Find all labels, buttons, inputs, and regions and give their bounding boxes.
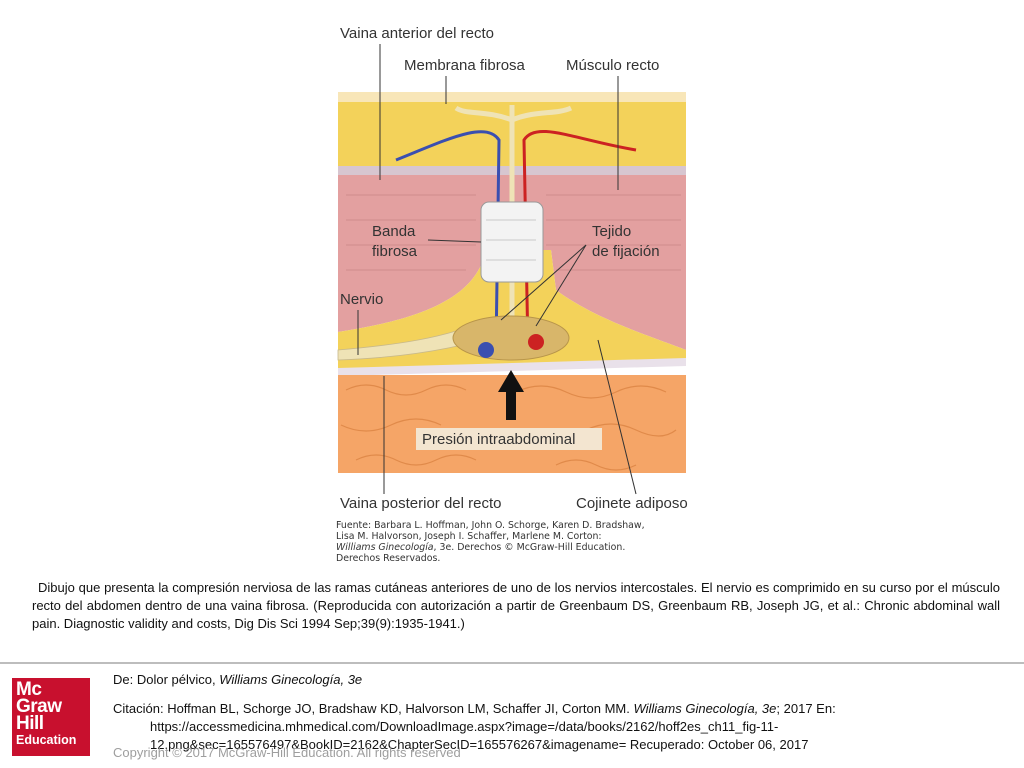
fixation-tissue	[452, 315, 570, 361]
label-vaina-posterior: Vaina posterior del recto	[340, 495, 501, 512]
footer-divider	[0, 662, 1024, 664]
cit-suffix: ; 2017 En:	[776, 701, 836, 716]
citation-url-2: 12.png&sec=165576497&BookID=2162&Chapter…	[150, 737, 809, 752]
source-line-2: Lisa M. Halvorson, Joseph I. Schaffer, M…	[336, 531, 602, 542]
logo-line-2: Graw	[16, 696, 62, 717]
citation-line: Citación: Hoffman BL, Schorge JO, Bradsh…	[113, 700, 1013, 718]
figure-caption: Dibujo que presenta la compresión nervio…	[32, 580, 1000, 631]
artery-section	[528, 334, 544, 350]
label-nervio: Nervio	[340, 291, 383, 308]
source-rights: , 3e. Derechos © McGraw-Hill Education.	[434, 542, 626, 553]
rectus-muscle	[338, 175, 686, 350]
citation-block: De: Dolor pélvico, Williams Ginecología,…	[113, 671, 1013, 754]
label-cojinete: Cojinete adiposo	[576, 495, 688, 512]
de-prefix: De: Dolor pélvico,	[113, 672, 220, 687]
pressure-arrow	[498, 370, 524, 420]
cit-prefix: Citación: Hoffman BL, Schorge JO, Bradsh…	[113, 701, 634, 716]
logo-line-1: Mc	[16, 679, 42, 700]
fibrous-band	[480, 201, 544, 283]
label-tejido-2: de fijación	[592, 243, 660, 260]
label-banda-2: fibrosa	[372, 243, 418, 260]
logo-line-4: Education	[16, 733, 77, 747]
citation-url-1: https://accessmedicina.mhmedical.com/Dow…	[150, 719, 779, 734]
de-book: Williams Ginecología, 3e	[219, 672, 363, 687]
label-banda-1: Banda	[372, 223, 416, 240]
source-chapter: De: Dolor pélvico, Williams Ginecología,…	[113, 671, 1013, 689]
artery	[522, 129, 637, 351]
label-vaina-anterior: Vaina anterior del recto	[340, 25, 494, 42]
source-line-1: Fuente: Barbara L. Hoffman, John O. Scho…	[336, 520, 645, 531]
mcgraw-hill-logo: Mc Graw Hill Education	[12, 678, 90, 756]
label-musculo-recto: Músculo recto	[566, 57, 659, 74]
source-book: Williams Ginecología	[336, 542, 434, 553]
copyright-notice: Copyright © 2017 McGraw-Hill Education. …	[113, 745, 461, 760]
vein	[395, 130, 501, 351]
label-tejido-1: Tejido	[592, 223, 631, 240]
logo-line-3: Hill	[16, 713, 44, 734]
nerve-compression-diagram: Vaina anterior del recto Membrana fibros…	[336, 25, 688, 564]
source-line-4: Derechos Reservados.	[336, 553, 440, 564]
source-line-3: Williams Ginecología, 3e. Derechos © McG…	[336, 542, 625, 553]
vein-section	[478, 342, 494, 358]
label-membrana-fibrosa: Membrana fibrosa	[404, 57, 526, 74]
label-presion: Presión intraabdominal	[422, 431, 575, 448]
posterior-rectus-sheath	[338, 358, 686, 376]
cit-book: Williams Ginecología, 3e	[633, 701, 777, 716]
